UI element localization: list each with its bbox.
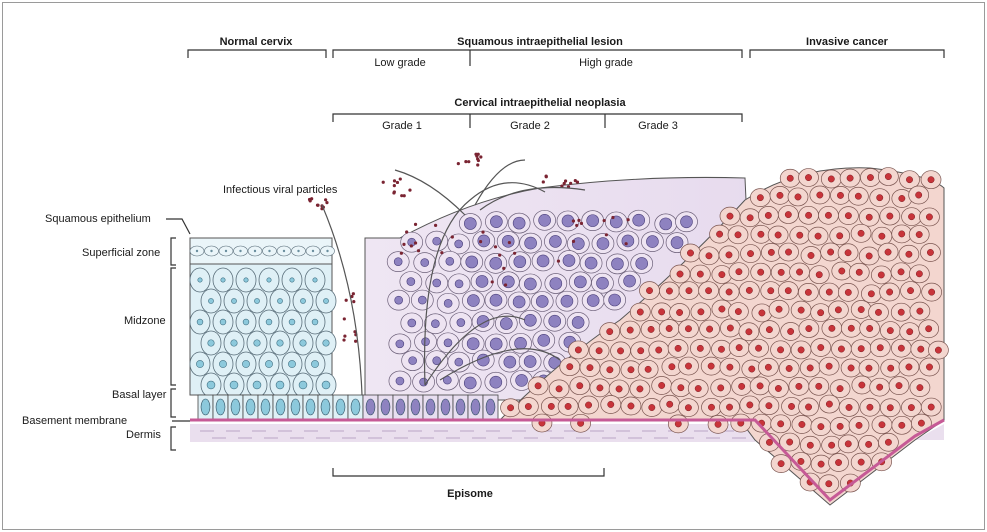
label-basal-layer: Basal layer <box>112 389 167 401</box>
bracket-midzone <box>171 268 176 385</box>
label-midzone: Midzone <box>124 315 166 327</box>
header-squamous-lesion: Squamous intraepithelial lesion <box>457 36 623 48</box>
label-dermis: Dermis <box>126 429 161 441</box>
header-high-grade: High grade <box>579 57 633 69</box>
header-grade-1: Grade 1 <box>382 120 422 132</box>
label-basement-membrane: Basement membrane <box>22 415 127 427</box>
label-infectious-viral-particles: Infectious viral particles <box>223 184 338 196</box>
header-grade-3: Grade 3 <box>638 120 678 132</box>
bracket-dermis <box>171 427 176 450</box>
normal-epithelium <box>190 238 387 397</box>
bracket-superficial <box>171 238 176 265</box>
header-low-grade: Low grade <box>374 57 425 69</box>
squamous-leader <box>166 219 190 234</box>
header-grade-2: Grade 2 <box>510 120 550 132</box>
header-invasive-cancer: Invasive cancer <box>806 36 889 48</box>
bracket-basal <box>171 389 176 417</box>
label-superficial-zone: Superficial zone <box>82 247 160 259</box>
label-episome: Episome <box>447 488 493 500</box>
label-squamous-epithelium: Squamous epithelium <box>45 213 151 225</box>
header-cin: Cervical intraepithelial neoplasia <box>454 97 626 109</box>
basal-layer-cells <box>198 395 498 419</box>
header-normal-cervix: Normal cervix <box>220 36 294 48</box>
